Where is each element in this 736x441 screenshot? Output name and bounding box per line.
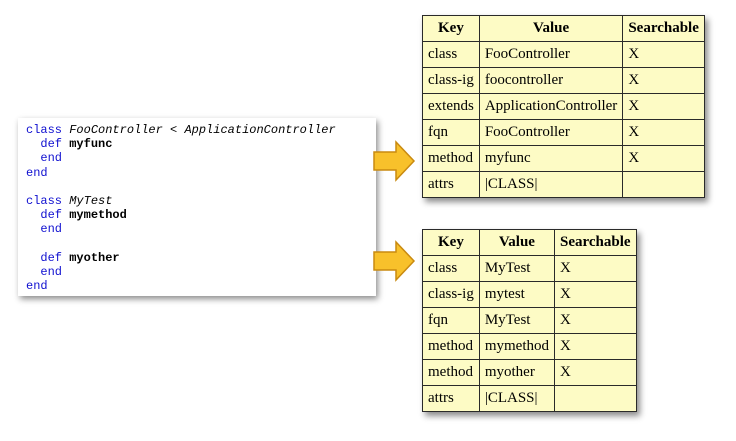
value-cell: FooController bbox=[478, 41, 624, 68]
arrow-right-icon bbox=[373, 240, 416, 282]
code-token: end bbox=[26, 264, 63, 279]
code-line: def myother bbox=[26, 251, 376, 265]
code-token: ApplicationController bbox=[184, 123, 336, 137]
code-line: end bbox=[26, 151, 376, 165]
key-cell: class-ig bbox=[422, 281, 480, 308]
value-cell: ApplicationController bbox=[478, 93, 624, 120]
searchable-cell: X bbox=[554, 307, 637, 334]
value-cell: foocontroller bbox=[478, 67, 624, 94]
table-row: attrs|CLASS| bbox=[422, 171, 705, 198]
searchable-cell bbox=[622, 171, 705, 198]
code-line: def myfunc bbox=[26, 137, 376, 151]
code-token: def bbox=[26, 250, 70, 265]
key-cell: class bbox=[422, 255, 480, 282]
code-line bbox=[26, 180, 376, 194]
code-token: < bbox=[162, 123, 185, 137]
code-token: FooController bbox=[69, 123, 163, 137]
key-cell: method bbox=[422, 359, 480, 386]
key-cell: fqn bbox=[422, 119, 480, 146]
key-cell: class-ig bbox=[422, 67, 480, 94]
searchable-cell: X bbox=[554, 255, 637, 282]
code-line: class FooController < ApplicationControl… bbox=[26, 123, 376, 137]
code-panel: class FooController < ApplicationControl… bbox=[18, 118, 376, 296]
column-header-key: Key bbox=[422, 15, 480, 42]
searchable-cell: X bbox=[622, 119, 705, 146]
column-header-searchable: Searchable bbox=[554, 229, 637, 256]
searchable-cell: X bbox=[554, 333, 637, 360]
value-cell: MyTest bbox=[478, 307, 556, 334]
searchable-cell: X bbox=[554, 359, 637, 386]
code-token: end bbox=[26, 165, 48, 180]
searchable-cell: X bbox=[622, 67, 705, 94]
code-line: end bbox=[26, 166, 376, 180]
value-cell: |CLASS| bbox=[478, 385, 556, 412]
searchable-cell: X bbox=[622, 93, 705, 120]
code-token: MyTest bbox=[69, 193, 113, 208]
value-cell: |CLASS| bbox=[478, 171, 624, 198]
code-token: myfunc bbox=[69, 137, 113, 152]
code-token: mymethod bbox=[69, 208, 127, 223]
searchable-cell: X bbox=[622, 41, 705, 68]
key-cell: method bbox=[422, 145, 480, 172]
value-cell: mymethod bbox=[478, 333, 556, 360]
code-line: def mymethod bbox=[26, 208, 376, 222]
code-line: end bbox=[26, 222, 376, 236]
value-cell: myfunc bbox=[478, 145, 624, 172]
key-cell: class bbox=[422, 41, 480, 68]
searchable-cell: X bbox=[622, 145, 705, 172]
key-cell: attrs bbox=[422, 385, 480, 412]
key-cell: attrs bbox=[422, 171, 480, 198]
table-row: attrs|CLASS| bbox=[422, 385, 637, 412]
code-token: def bbox=[26, 208, 70, 223]
code-token: class bbox=[26, 123, 70, 137]
searchable-cell: X bbox=[554, 281, 637, 308]
code-token: end bbox=[26, 222, 63, 237]
column-header-searchable: Searchable bbox=[622, 15, 705, 42]
code-token: end bbox=[26, 279, 48, 294]
value-cell: MyTest bbox=[478, 255, 556, 282]
value-cell: myother bbox=[478, 359, 556, 386]
key-cell: extends bbox=[422, 93, 480, 120]
searchable-cell bbox=[554, 385, 637, 412]
column-header-key: Key bbox=[422, 229, 480, 256]
key-cell: fqn bbox=[422, 307, 480, 334]
code-token: myother bbox=[69, 250, 120, 265]
code-token: class bbox=[26, 193, 70, 208]
value-cell: mytest bbox=[478, 281, 556, 308]
code-line bbox=[26, 237, 376, 251]
code-line: end bbox=[26, 265, 376, 279]
arrow-right-icon bbox=[373, 140, 416, 182]
column-header-value: Value bbox=[478, 15, 624, 42]
code-line: class MyTest bbox=[26, 194, 376, 208]
code-token: end bbox=[26, 151, 63, 166]
key-cell: method bbox=[422, 333, 480, 360]
value-cell: FooController bbox=[478, 119, 624, 146]
code-token: def bbox=[26, 137, 70, 152]
column-header-value: Value bbox=[478, 229, 556, 256]
code-line: end bbox=[26, 279, 376, 293]
